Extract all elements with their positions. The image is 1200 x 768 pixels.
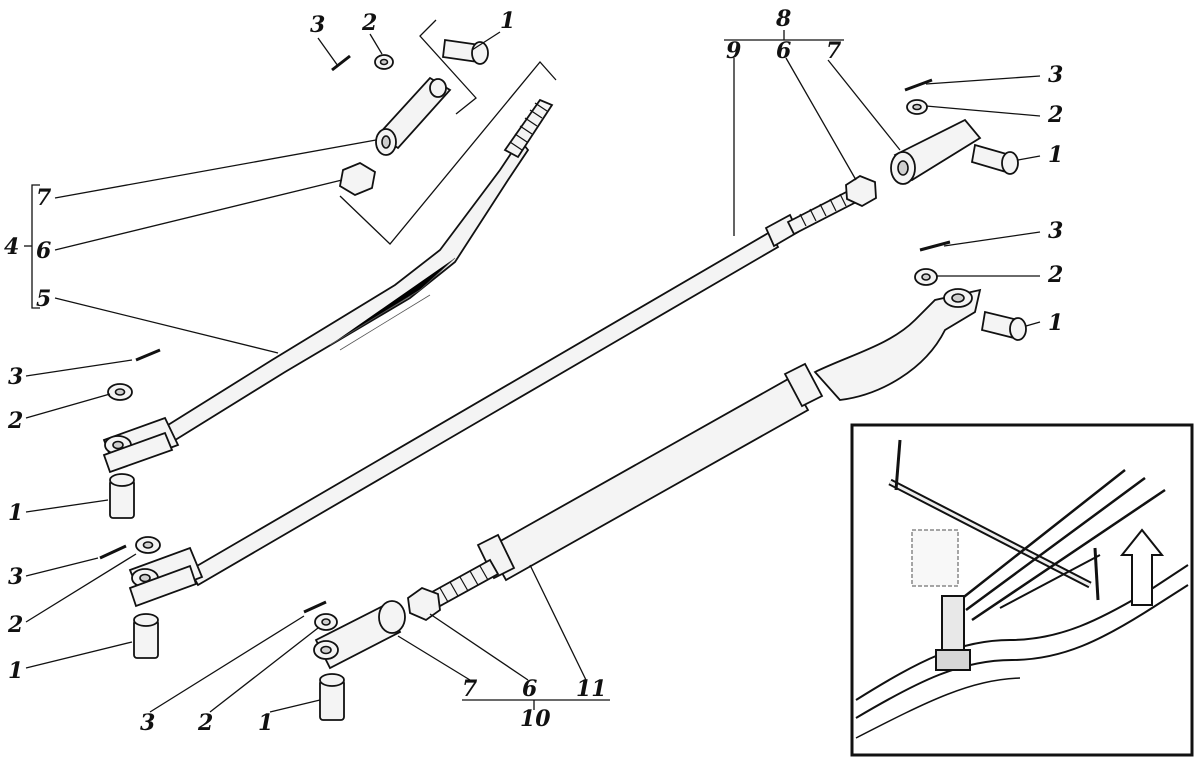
cotter-pin-top — [331, 54, 351, 72]
label-3-left-upper: 3 — [8, 364, 23, 390]
nut-upper — [339, 161, 376, 197]
label-3-top: 3 — [310, 12, 325, 38]
nut-lower — [407, 586, 441, 622]
label-2-right-upper: 2 — [1047, 102, 1063, 128]
label-1-right-upper: 1 — [1048, 142, 1063, 168]
clevis-right-upper — [890, 118, 982, 185]
label-3-right-middle: 3 — [1048, 218, 1063, 244]
pin-bottom — [319, 673, 345, 721]
label-1-left-upper: 1 — [8, 500, 23, 526]
label-2-left-upper: 2 — [7, 408, 23, 434]
label-8-top-right: 8 — [775, 6, 791, 32]
label-2-bottom: 2 — [197, 710, 213, 736]
label-3-bottom: 3 — [140, 710, 155, 736]
label-2-left-lower: 2 — [7, 612, 23, 638]
cotter-pin-left-upper — [135, 348, 161, 362]
clevis-top — [375, 76, 452, 156]
clevis-bottom — [313, 600, 406, 670]
installation-inset — [850, 423, 1194, 757]
label-7-top-right: 7 — [826, 38, 842, 64]
label-6-bottom: 6 — [522, 676, 537, 702]
label-7-bottom: 7 — [462, 676, 478, 702]
cotter-pin-right-middle — [919, 240, 951, 252]
washer-left-upper-hole — [114, 388, 126, 396]
label-9-top-right: 9 — [726, 38, 741, 64]
pin-right-middle — [980, 310, 1027, 341]
cotter-pin-left-lower — [99, 544, 127, 560]
nut-right — [845, 174, 877, 208]
pin-right-upper — [970, 143, 1019, 175]
label-6-top-right: 6 — [776, 38, 791, 64]
label-1-right-middle: 1 — [1048, 310, 1063, 336]
label-1-left-lower: 1 — [8, 658, 23, 684]
label-7-left: 7 — [36, 185, 52, 211]
label-5-left: 5 — [36, 286, 51, 312]
washer-top-hole — [379, 58, 389, 66]
pin-left-upper — [109, 473, 135, 519]
washer-right-middle-hole — [921, 273, 931, 281]
washer-left-lower-hole — [142, 541, 154, 549]
pin-top — [442, 38, 489, 65]
label-11-bottom: 11 — [576, 676, 607, 702]
label-3-left-lower: 3 — [8, 564, 23, 590]
bent-rod — [102, 98, 554, 474]
washer-bottom-hole — [321, 618, 331, 626]
direction-arrow-icon — [1119, 528, 1165, 606]
label-4-left: 4 — [4, 234, 19, 260]
washer-right-upper-hole — [912, 103, 922, 111]
part-labels: 3 2 1 7 4 6 5 3 2 1 3 2 1 3 2 1 7 6 11 1… — [4, 6, 1063, 736]
label-6-left: 6 — [36, 238, 51, 264]
pin-left-lower — [133, 613, 159, 659]
label-2-top: 2 — [361, 10, 377, 36]
cotter-pin-bottom — [303, 600, 327, 614]
label-10-bottom: 10 — [520, 706, 551, 732]
label-1-top: 1 — [500, 8, 515, 34]
label-1-bottom: 1 — [258, 710, 273, 736]
cotter-pin-right-upper — [904, 78, 933, 92]
leader-lines — [24, 19, 1041, 713]
label-2-right-middle: 2 — [1047, 262, 1063, 288]
label-3-right-upper: 3 — [1048, 62, 1063, 88]
